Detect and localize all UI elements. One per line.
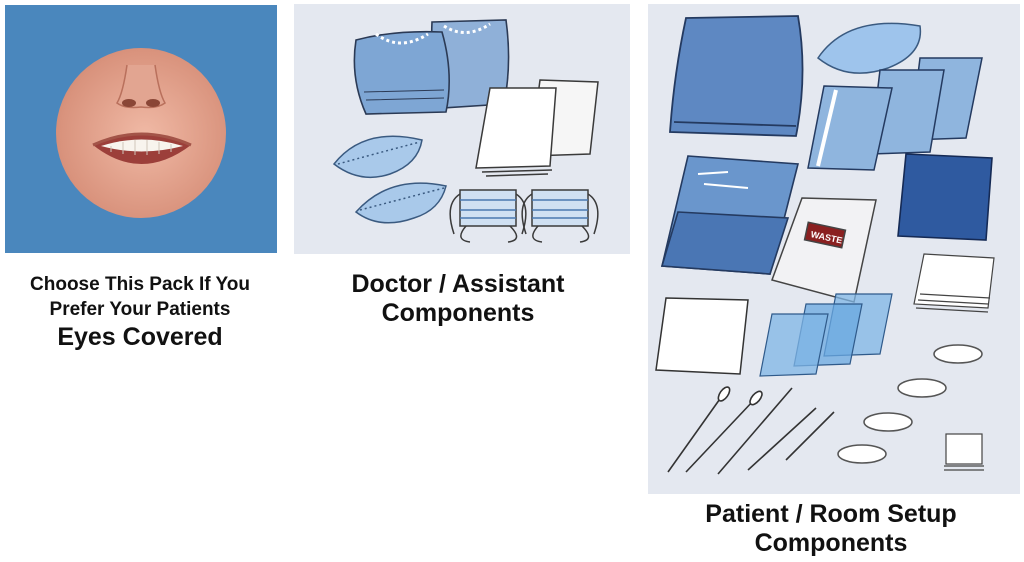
drape-illustration — [669, 15, 804, 137]
mask-illustration — [449, 189, 599, 243]
sheet-illustration — [655, 297, 749, 375]
face-image — [56, 48, 226, 218]
towel-illustration — [475, 79, 599, 177]
face-caption-line3: Eyes Covered — [57, 323, 223, 351]
bib-illustration — [807, 57, 983, 171]
dark-drape-illustration — [897, 153, 993, 241]
patient-components-caption: Patient / Room Setup Components — [648, 500, 1014, 558]
plastic-drape-illustration — [660, 155, 800, 275]
patient-caption-line2: Components — [754, 529, 908, 557]
band-illustration — [837, 344, 983, 464]
small-gauze-illustration — [944, 433, 984, 471]
swab-illustration — [667, 386, 835, 475]
doctor-components-image — [294, 4, 630, 254]
face-caption-line1: Choose This Pack If You — [30, 274, 250, 295]
doctor-components-caption: Doctor / Assistant Components — [310, 270, 606, 328]
waste-bag-illustration: WASTE — [771, 197, 877, 303]
cap-illustration — [816, 22, 922, 74]
doctor-caption-line2: Components — [381, 299, 535, 327]
doctor-caption-line1: Doctor / Assistant — [351, 270, 565, 298]
face-image-panel — [5, 5, 277, 253]
face-caption-line2: Prefer Your Patients — [49, 299, 231, 320]
gauze-illustration — [913, 253, 995, 313]
film-illustration — [759, 293, 893, 377]
patient-components-image: WASTE — [648, 4, 1020, 494]
gown-illustration — [353, 19, 510, 115]
patient-caption-line1: Patient / Room Setup — [705, 500, 957, 528]
face-option-caption: Choose This Pack If You Prefer Your Pati… — [0, 272, 280, 352]
cap-illustration — [332, 135, 447, 224]
